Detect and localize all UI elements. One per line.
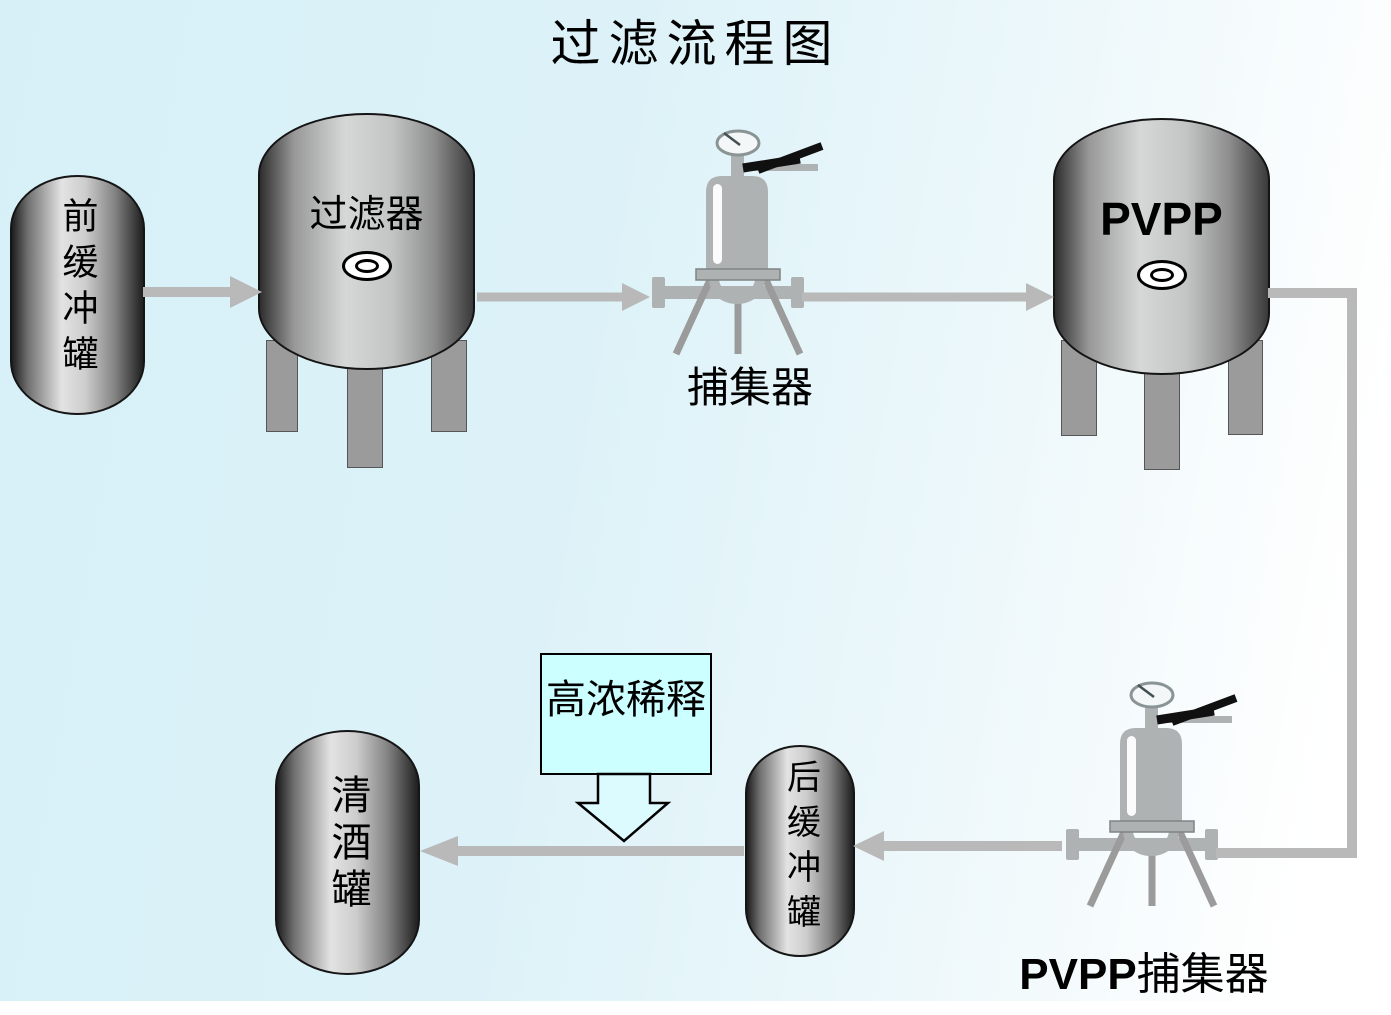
filter-tank: 过滤器 (258, 113, 475, 370)
pvpp-tank: PVPP (1053, 118, 1270, 375)
trap-left-flange (652, 277, 665, 308)
pvpp-trap-leg-left (1086, 830, 1128, 908)
trap-body-highlight (713, 184, 722, 264)
pvpp-tank-porthole-inner (1149, 268, 1174, 282)
pvpp-trap-gauge-icon (1129, 681, 1175, 709)
trap-body (706, 176, 768, 271)
front-buffer-tank-label: 前缓冲罐 (57, 197, 98, 381)
clear-beer-tank: 清酒罐 (275, 730, 420, 975)
filter-tank-leg-left (266, 340, 298, 432)
pvpp-trap-label-zh: 捕集器 (1136, 950, 1269, 999)
trap-right-flange (791, 277, 804, 308)
filter-tank-label: 过滤器 (309, 194, 424, 236)
arrowhead-rear-buffer-to-clear-beer (420, 836, 458, 866)
pvpp-trap-gauge-needle (1137, 684, 1155, 698)
trap-gauge-stem (731, 154, 744, 178)
pvpp-trap-pipe (1076, 838, 1208, 851)
pvpp-tank-label: PVPP (1100, 193, 1223, 245)
arrowhead-pvpp-trap-to-rear-buffer (853, 831, 884, 861)
pvpp-tank-porthole-icon (1136, 260, 1187, 290)
clear-beer-tank-label: 清酒罐 (325, 774, 371, 915)
rear-buffer-tank-label: 后缓冲罐 (781, 759, 819, 939)
trap-device (652, 129, 824, 356)
pvpp-trap-bowl (1123, 829, 1179, 856)
trap-leg-left (672, 278, 714, 356)
trap-gauge-needle (723, 132, 741, 146)
bottom-white-band (0, 1001, 1391, 1015)
trap-valve-handle-icon (742, 154, 801, 173)
trap-valve-stub (744, 164, 818, 171)
filter-tank-leg-right (431, 340, 467, 432)
pvpp-trap-body-highlight (1127, 736, 1136, 816)
front-buffer-tank: 前缓冲罐 (10, 175, 145, 415)
trap-flange-plate (695, 268, 781, 281)
trap-pipe (662, 286, 794, 299)
pvpp-trap-valve-lever-icon (1170, 694, 1238, 726)
pvpp-trap-gauge-stem (1145, 706, 1158, 730)
pvpp-trap-label-en: PVPP (1019, 950, 1137, 999)
dilution-callout-label: 高浓稀释 (546, 677, 706, 722)
trap-bowl (709, 277, 765, 304)
arrowhead-trap-to-pvpp (1026, 283, 1054, 311)
dilution-down-arrow-icon (574, 772, 672, 843)
diagram-title: 过滤流程图 (550, 16, 841, 72)
pvpp-trap-label: PVPP捕集器 (1014, 938, 1274, 1002)
pvpp-trap-device (1066, 681, 1238, 908)
pvpp-trap-valve-handle-icon (1156, 706, 1215, 725)
filter-tank-porthole-icon (341, 251, 392, 281)
pvpp-trap-valve-stub (1158, 716, 1232, 723)
pvpp-trap-left-flange (1066, 829, 1079, 860)
trap-leg-right (762, 278, 804, 356)
filter-tank-porthole-inner (354, 259, 379, 273)
pvpp-trap-leg-right (1176, 830, 1218, 908)
pvpp-trap-right-flange (1205, 829, 1218, 860)
trap-label: 捕集器 (686, 366, 813, 412)
arrowhead-filter-to-trap (622, 283, 650, 311)
rear-buffer-tank: 后缓冲罐 (745, 745, 855, 957)
trap-gauge-icon (715, 129, 761, 157)
dilution-callout: 高浓稀释 (540, 653, 712, 775)
trap-valve-lever-icon (756, 142, 824, 174)
pvpp-trap-flange-plate (1109, 820, 1195, 833)
pvpp-trap-body (1120, 728, 1182, 823)
